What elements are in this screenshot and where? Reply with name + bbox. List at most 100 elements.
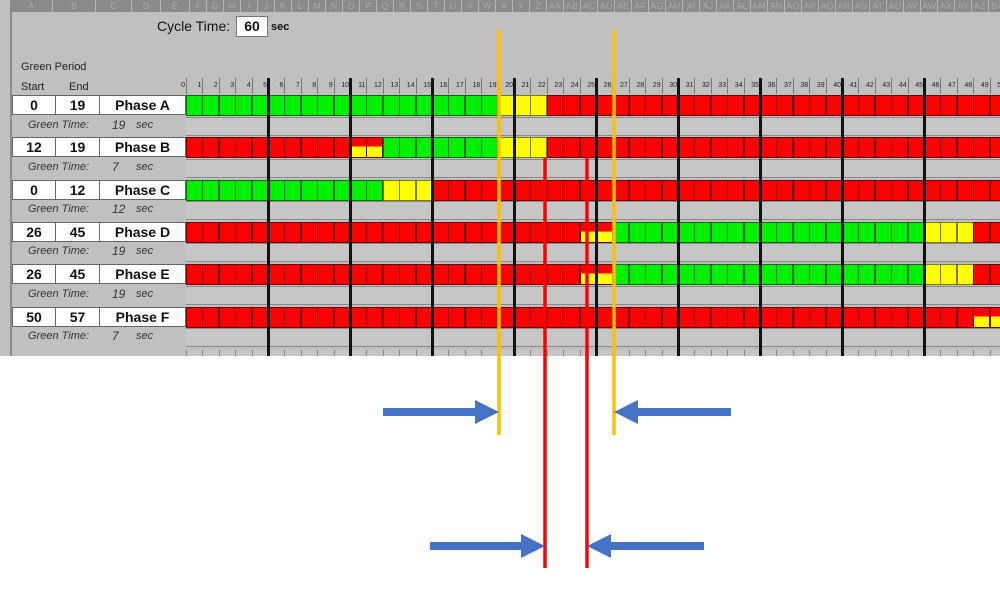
signal-cell-32 bbox=[694, 137, 712, 159]
column-header-n[interactable]: N bbox=[326, 0, 343, 12]
column-header-ai[interactable]: AI bbox=[683, 0, 700, 12]
column-header-k[interactable]: K bbox=[275, 0, 292, 12]
column-header-g[interactable]: G bbox=[207, 0, 224, 12]
phase-end-cell[interactable]: 12 bbox=[55, 179, 100, 200]
column-header-l[interactable]: L bbox=[292, 0, 309, 12]
column-header-at[interactable]: AT bbox=[870, 0, 887, 12]
column-header-z[interactable]: Z bbox=[530, 0, 547, 12]
column-header-ae[interactable]: AE bbox=[615, 0, 632, 12]
signal-cell-9 bbox=[317, 95, 335, 116]
five-second-divider bbox=[430, 78, 434, 356]
phase-name-cell[interactable]: Phase C bbox=[99, 179, 186, 200]
tick-label: 20 bbox=[505, 82, 513, 89]
signal-cell-50 bbox=[989, 264, 1000, 286]
partial-row-cell bbox=[727, 350, 744, 356]
signal-cell-49 bbox=[973, 95, 991, 116]
column-header-am[interactable]: AM bbox=[751, 0, 768, 12]
partial-row-cell bbox=[530, 350, 547, 356]
column-header-d[interactable]: D bbox=[132, 0, 161, 12]
column-header-az[interactable]: AZ bbox=[972, 0, 989, 12]
column-header-r[interactable]: R bbox=[394, 0, 411, 12]
column-header-av[interactable]: AV bbox=[904, 0, 921, 12]
signal-cell-33 bbox=[710, 221, 728, 243]
column-header-au[interactable]: AU bbox=[887, 0, 904, 12]
signal-cell-8 bbox=[300, 264, 318, 286]
phase-start-cell[interactable]: 12 bbox=[12, 137, 56, 158]
column-header-m[interactable]: M bbox=[309, 0, 326, 12]
phase-end-cell[interactable]: 19 bbox=[55, 95, 100, 115]
column-header-as[interactable]: AS bbox=[853, 0, 870, 12]
column-header-f[interactable]: F bbox=[190, 0, 207, 12]
column-header-q[interactable]: Q bbox=[377, 0, 394, 12]
column-header-an[interactable]: AN bbox=[768, 0, 785, 12]
signal-cell-49 bbox=[973, 264, 991, 286]
phase-name-cell[interactable]: Phase D bbox=[99, 221, 186, 242]
column-header-y[interactable]: Y bbox=[513, 0, 530, 12]
tick-mark bbox=[218, 78, 220, 94]
green-time-unit: sec bbox=[136, 160, 154, 173]
column-header-aj[interactable]: AJ bbox=[700, 0, 717, 12]
signal-cell-48 bbox=[956, 264, 974, 286]
column-header-ax[interactable]: AX bbox=[938, 0, 955, 12]
partial-row-cell bbox=[907, 350, 924, 356]
column-header-ar[interactable]: AR bbox=[836, 0, 853, 12]
column-header-aq[interactable]: AQ bbox=[819, 0, 836, 12]
column-header-ao[interactable]: AO bbox=[785, 0, 802, 12]
column-header-w[interactable]: W bbox=[479, 0, 496, 12]
phase-start-cell[interactable]: 26 bbox=[12, 221, 56, 242]
phase-name-cell[interactable]: Phase E bbox=[99, 264, 186, 285]
column-header-b[interactable]: B bbox=[53, 0, 96, 12]
column-header-c[interactable]: C bbox=[96, 0, 132, 12]
signal-cell-2 bbox=[202, 95, 220, 116]
column-header-af[interactable]: AF bbox=[632, 0, 649, 12]
tick-label: 11 bbox=[358, 82, 366, 89]
signal-cell-21 bbox=[514, 264, 531, 286]
column-header-ay[interactable]: AY bbox=[955, 0, 972, 12]
signal-cell-41 bbox=[842, 264, 859, 286]
tick-mark bbox=[776, 78, 778, 94]
column-header-j[interactable]: J bbox=[258, 0, 275, 12]
phase-end-cell[interactable]: 45 bbox=[55, 221, 100, 242]
phase-name-cell[interactable]: Phase F bbox=[99, 306, 186, 327]
phase-end-cell[interactable]: 45 bbox=[55, 264, 100, 285]
column-header-ag[interactable]: AG bbox=[649, 0, 666, 12]
column-header-x[interactable]: X bbox=[496, 0, 513, 12]
signal-cell-44 bbox=[891, 221, 909, 243]
phase-name-cell[interactable]: Phase A bbox=[99, 95, 186, 115]
column-header-aw[interactable]: AW bbox=[921, 0, 938, 12]
column-header-u[interactable]: U bbox=[445, 0, 462, 12]
column-header-ab[interactable]: AB bbox=[564, 0, 581, 12]
column-header-ba[interactable]: BA bbox=[989, 0, 1000, 12]
phase-start-cell[interactable]: 0 bbox=[12, 95, 56, 115]
signal-cell-18 bbox=[464, 179, 482, 201]
column-header-ap[interactable]: AP bbox=[802, 0, 819, 12]
partial-row-cell bbox=[924, 350, 941, 356]
phase-name-cell[interactable]: Phase B bbox=[99, 137, 186, 158]
column-header-ah[interactable]: AH bbox=[666, 0, 683, 12]
column-header-a[interactable]: A bbox=[10, 0, 53, 12]
signal-cell-4 bbox=[235, 179, 253, 201]
column-header-ak[interactable]: AK bbox=[717, 0, 734, 12]
signal-cell-26 bbox=[596, 95, 613, 116]
phase-start-cell[interactable]: 0 bbox=[12, 179, 56, 200]
column-header-ad[interactable]: AD bbox=[598, 0, 615, 12]
column-header-i[interactable]: I bbox=[241, 0, 258, 12]
tick-mark bbox=[743, 78, 745, 94]
phase-start-cell[interactable]: 26 bbox=[12, 264, 56, 285]
column-header-s[interactable]: S bbox=[411, 0, 428, 12]
phase-end-cell[interactable]: 19 bbox=[55, 137, 100, 158]
column-header-t[interactable]: T bbox=[428, 0, 445, 12]
column-header-h[interactable]: H bbox=[224, 0, 241, 12]
column-header-al[interactable]: AL bbox=[734, 0, 751, 12]
cycle-time-input[interactable]: 60 bbox=[236, 16, 268, 37]
column-header-aa[interactable]: AA bbox=[547, 0, 564, 12]
signal-cell-12 bbox=[366, 221, 384, 243]
phase-start-cell[interactable]: 50 bbox=[12, 306, 56, 327]
column-header-e[interactable]: E bbox=[161, 0, 190, 12]
column-header-ac[interactable]: AC bbox=[581, 0, 598, 12]
phase-end-cell[interactable]: 57 bbox=[55, 306, 100, 327]
column-header-p[interactable]: P bbox=[360, 0, 377, 12]
column-header-o[interactable]: O bbox=[343, 0, 360, 12]
column-header-v[interactable]: V bbox=[462, 0, 479, 12]
tick-label: 0 bbox=[181, 82, 185, 89]
